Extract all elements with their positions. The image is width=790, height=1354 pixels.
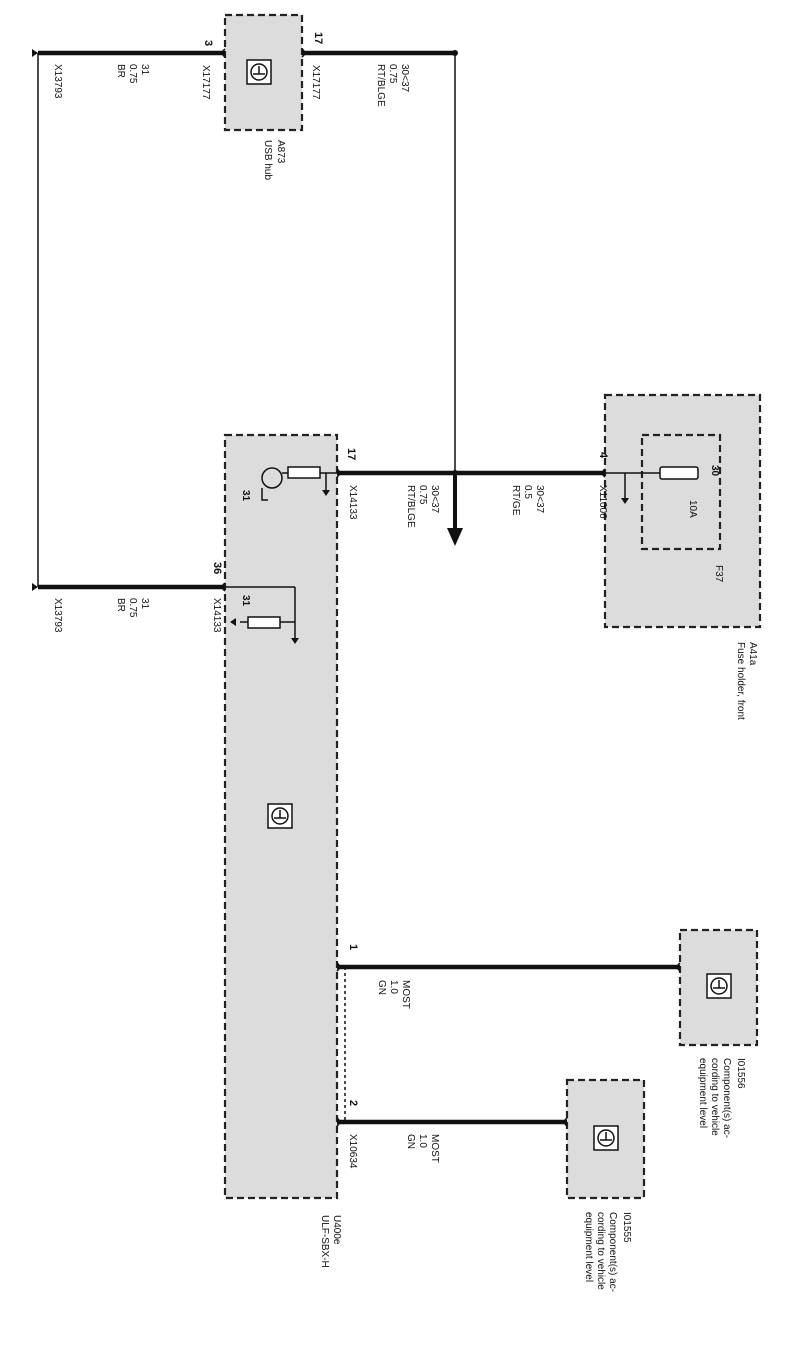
conn-label-sbx-c: X10634 (347, 1134, 358, 1169)
pin-label-fuse-4: 4 (597, 452, 609, 459)
wire-sbx-ground-conn: X13793 (52, 598, 63, 633)
pin-hook-sbx-17 (336, 468, 341, 478)
fuse-rating: 10A (687, 500, 698, 518)
conn-label-sbx-a: X14133 (347, 485, 358, 520)
usb-hub-symbol-icon (246, 59, 272, 85)
fuse-id: F37 (713, 565, 724, 583)
wire-most1-size: 1.0 (388, 980, 399, 994)
wire-top-left-color: BR (115, 64, 126, 78)
pin-hook-comp1 (676, 962, 681, 972)
wire-most2-term: MOST (429, 1134, 440, 1163)
sbx-gnd-label-a: 31 (240, 490, 251, 502)
wire-top-left-size: 0.75 (127, 64, 138, 84)
fuse-holder-id: A41a (747, 642, 758, 666)
wire-fuse-size: 0.5 (522, 485, 533, 499)
wire-top-left-conn: X13793 (52, 64, 63, 99)
wire-top-right-color: RT/BLGE (375, 64, 386, 107)
wire-most1-color: GN (376, 980, 387, 995)
usb-hub-name: USB hub (262, 140, 273, 180)
junction-dot-top (452, 50, 458, 56)
continuation-arrow-icon (447, 528, 463, 546)
wire-sbx-power-size: 0.75 (417, 485, 428, 505)
comp1-line2: cording to vehicle (709, 1058, 720, 1136)
component-i01556-symbol-icon (706, 973, 732, 999)
pin-hook-usb-3 (221, 48, 226, 58)
pin-hook-usb-17 (301, 48, 306, 58)
pin-hook-comp2 (563, 1117, 568, 1127)
comp1-id: I01556 (735, 1058, 746, 1089)
conn-label-usb-left: X17177 (200, 65, 211, 100)
pin-hook-fuse-4 (601, 468, 606, 478)
component-i01555-symbol-icon (593, 1125, 619, 1151)
sbx-id: U400e (331, 1215, 342, 1245)
wire-most2-color: GN (405, 1134, 416, 1149)
conn-label-usb-right: X17177 (310, 65, 321, 100)
wire-most2-size: 1.0 (417, 1134, 428, 1148)
conn-label-fuse: X11006 (597, 485, 608, 519)
usb-hub-id: A873 (275, 140, 286, 164)
wire-sbx-power-color: RT/BLGE (405, 485, 416, 528)
wire-most1-term: MOST (400, 980, 411, 1009)
wire-sbx-power-term: 30<37 (429, 485, 440, 514)
pin-hook-sbx-1 (336, 962, 341, 972)
sbx-symbol-icon (267, 803, 293, 829)
wire-top-right-term: 30<37 (399, 64, 410, 93)
comp1-line3: equipment level (697, 1058, 708, 1128)
comp2-line2: cording to vehicle (595, 1212, 606, 1290)
pin-hook-sbx-2 (336, 1117, 341, 1127)
fuse-terminal-label: 30 (709, 465, 720, 477)
pin-label-usb-3: 3 (202, 40, 214, 46)
pin-label-sbx-2: 2 (347, 1100, 359, 1106)
wire-fuse-color: RT/GE (510, 485, 521, 516)
sbx-internal-power-circuit-icon (261, 466, 337, 501)
wire-sbx-ground-size: 0.75 (127, 598, 138, 618)
pin-hook-sbx-36 (221, 582, 226, 592)
pin-label-usb-17: 17 (312, 32, 324, 44)
sbx-internal-ground-circuit-icon (225, 586, 299, 644)
sbx-name: ULF-SBX-H (319, 1215, 330, 1268)
conn-label-sbx-b: X14133 (211, 598, 222, 633)
fuse-f37-box (640, 433, 722, 551)
wire-top-left-term: 31 (139, 64, 150, 76)
comp2-line1: Component(s) ac- (607, 1212, 618, 1292)
comp2-id: I01555 (621, 1212, 632, 1243)
wire-fuse-term: 30<37 (534, 485, 545, 514)
fuse-icon (605, 466, 699, 504)
comp1-line1: Component(s) ac- (721, 1058, 732, 1138)
sbx-gnd-label-b: 31 (240, 595, 251, 607)
terminal-arrow-top-icon (32, 49, 38, 57)
pin-label-sbx-1: 1 (347, 944, 359, 950)
comp2-line3: equipment level (583, 1212, 594, 1282)
wire-top-right-size: 0.75 (387, 64, 398, 84)
fuse-holder-name: Fuse holder, front (735, 642, 746, 720)
pin-label-sbx-36: 36 (211, 562, 223, 574)
wire-sbx-ground-term: 31 (139, 598, 150, 610)
wire-sbx-ground-color: BR (115, 598, 126, 612)
pin-label-sbx-17: 17 (345, 448, 357, 460)
terminal-arrow-bottom-icon (32, 583, 38, 591)
